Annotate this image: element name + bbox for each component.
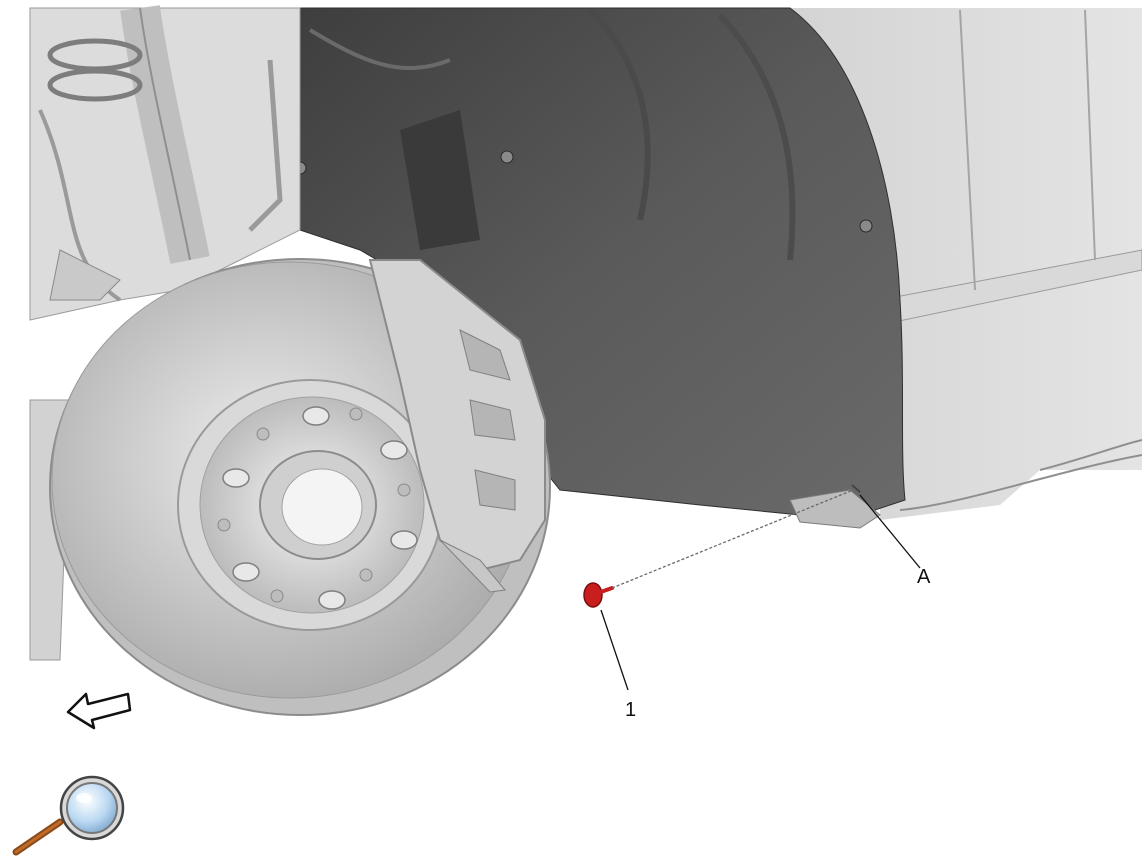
magnifier-zoom-icon[interactable] [8, 772, 130, 858]
callout-label-1: 1 [625, 699, 637, 721]
brake-caliper [368, 259, 546, 593]
fastener-push-pin [583, 582, 614, 608]
forward-arrow-icon [66, 692, 132, 730]
callout-1-leader [600, 609, 629, 691]
suspension-assembly [29, 5, 301, 661]
mounting-hole-marker [851, 484, 861, 493]
callout-label-a: A [917, 566, 931, 588]
callout-A-leader [859, 494, 921, 569]
wheelhouse-liner [293, 7, 906, 529]
installation-path-line [611, 487, 859, 589]
